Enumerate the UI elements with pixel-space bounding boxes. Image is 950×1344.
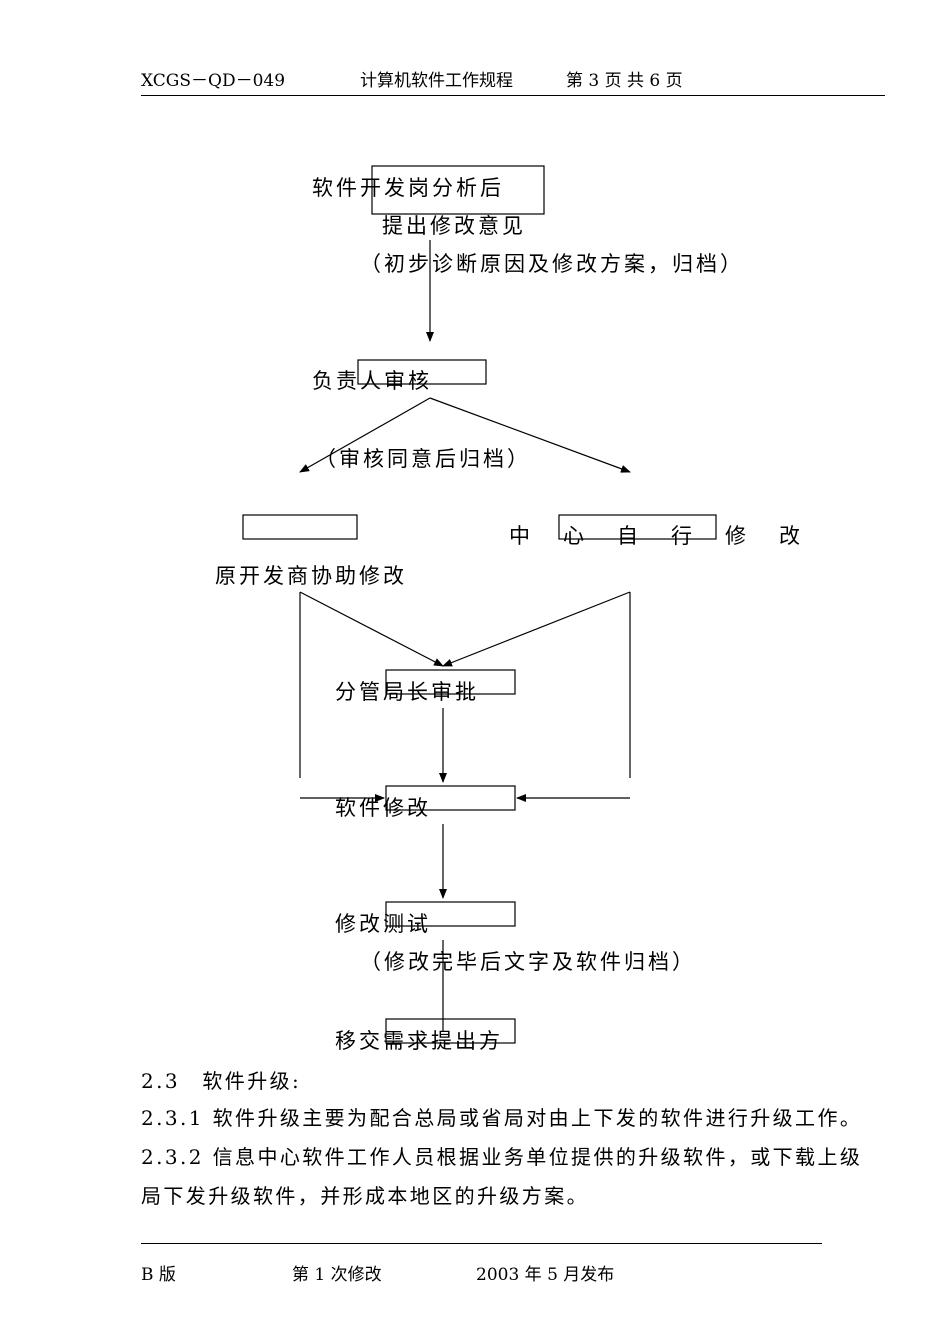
- paragraph-2-3-2: 2.3.2 信息中心软件工作人员根据业务单位提供的升级软件，或下载上级: [141, 1145, 863, 1169]
- header-rule: [141, 95, 885, 96]
- arrow-right-to-approval: [442, 591, 631, 667]
- step2-label: 负责人审核: [312, 369, 432, 393]
- step1-note: （初步诊断原因及修改方案，归档）: [360, 252, 744, 276]
- footer-edition: B 版: [141, 1265, 176, 1285]
- page-indicator: 第 3 页 共 6 页: [566, 71, 683, 91]
- arrow-left-to-approval: [299, 591, 444, 667]
- document-code: XCGS－QD－049: [141, 71, 286, 91]
- step5-note: （修改完毕后文字及软件归档）: [360, 950, 696, 974]
- step6-label: 移交需求提出方: [335, 1029, 503, 1053]
- step2-note: （审核同意后归档）: [315, 447, 531, 471]
- document-title: 计算机软件工作规程: [360, 71, 513, 91]
- branch-vendor-assist: 原开发商协助修改: [215, 564, 407, 588]
- box-director-approval: [385, 669, 516, 695]
- box-vendor-assist: [242, 514, 358, 540]
- footer-revision: 第 1 次修改: [292, 1265, 382, 1285]
- footer-publish-date: 2003 年 5 月发布: [476, 1265, 615, 1285]
- footer-rule: [141, 1243, 822, 1244]
- section-heading: 2.3 软件升级:: [141, 1069, 302, 1093]
- branch-center-self: 中 心 自 行 修 改: [509, 524, 806, 548]
- step1-label-line2: 提出修改意见: [382, 214, 526, 238]
- box-supervisor-review: [357, 359, 487, 385]
- paragraph-2-3-2-cont: 局下发升级软件，并形成本地区的升级方案。: [141, 1184, 589, 1208]
- box-developer-analysis: [371, 165, 545, 215]
- step4-label: 软件修改: [335, 796, 431, 820]
- box-handover: [385, 1018, 516, 1044]
- box-modify-test: [385, 901, 516, 927]
- box-software-modify: [385, 785, 516, 811]
- arrow-branch-left: [299, 397, 431, 473]
- step3-label: 分管局长审批: [335, 680, 479, 704]
- step1-label: 软件开发岗分析后: [312, 176, 504, 200]
- box-center-self: [558, 514, 717, 540]
- arrow-branch-right: [429, 397, 631, 473]
- paragraph-2-3-1: 2.3.1 软件升级主要为配合总局或省局对由上下发的软件进行升级工作。: [141, 1106, 863, 1130]
- step5-label: 修改测试: [335, 912, 431, 936]
